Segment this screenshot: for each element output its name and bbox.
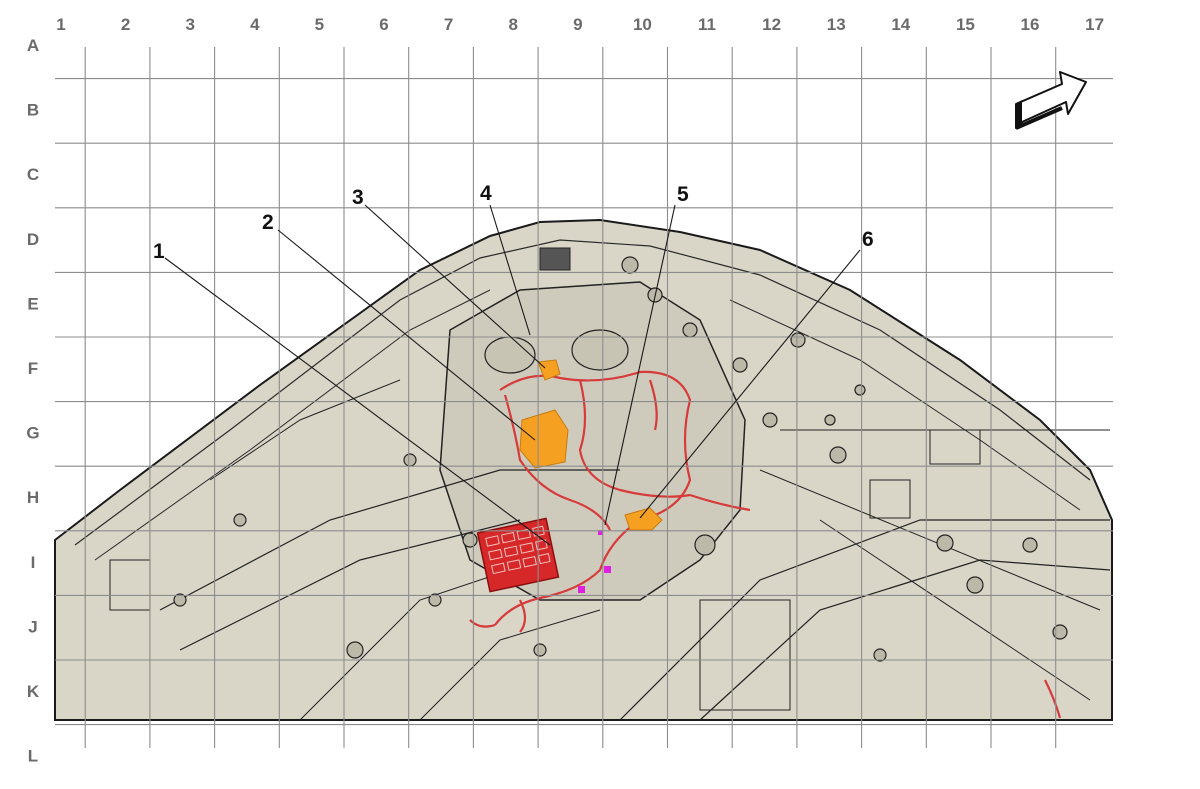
grid-column-label: 16 [1021,15,1040,34]
grid-column-label: 2 [121,15,130,34]
callout-2: 2 [262,211,274,234]
direction-arrow-icon [1015,71,1087,130]
callout-3: 3 [352,186,364,209]
vehicle-underbody [54,218,1113,721]
grid-row-label: I [31,553,36,572]
grid-row-label: H [27,488,39,507]
wiring-harness [469,370,1062,719]
grid-row-labels: A B C D E F G H I J K L [26,36,39,766]
grid-row-label: E [27,294,38,313]
connector-group [519,359,663,531]
callout-labels: 1 2 3 4 5 6 [153,182,874,263]
grid-column-label: 12 [762,15,781,34]
grid-column-label: 5 [315,15,324,34]
callout-4: 4 [480,182,492,205]
grid-column-label: 14 [891,15,910,34]
grid-column-label: 1 [56,15,65,34]
grid-column-label: 15 [956,15,975,34]
callout-1: 1 [153,240,165,263]
grid-row-label: F [28,359,38,378]
grid-column-label: 4 [250,15,260,34]
connector-right [624,507,663,531]
grid-column-label: 8 [508,15,517,34]
grid-column-label: 9 [573,15,582,34]
grid-column-label: 7 [444,15,453,34]
grid-column-label: 17 [1085,15,1104,34]
grid-row-label: L [28,747,38,766]
grid-row-label: C [27,165,39,184]
connector-top [537,359,561,381]
grid-column-label: 10 [633,15,652,34]
grid-row-label: A [27,36,39,55]
connector-large [519,409,569,469]
grid-column-label: 6 [379,15,388,34]
grid-row-label: B [27,101,39,120]
grid-lines [55,47,1113,748]
grid-column-label: 11 [698,15,716,34]
grid-row-label: J [28,617,37,636]
callout-6: 6 [862,228,874,251]
marker-group [578,530,611,593]
grid-column-label: 3 [185,15,194,34]
callout-leaders [164,204,861,546]
grid-row-label: K [27,682,40,701]
callout-5: 5 [677,183,689,206]
grid-row-label: D [27,230,39,249]
grid-column-label: 13 [827,15,846,34]
grid-row-label: G [26,424,39,443]
